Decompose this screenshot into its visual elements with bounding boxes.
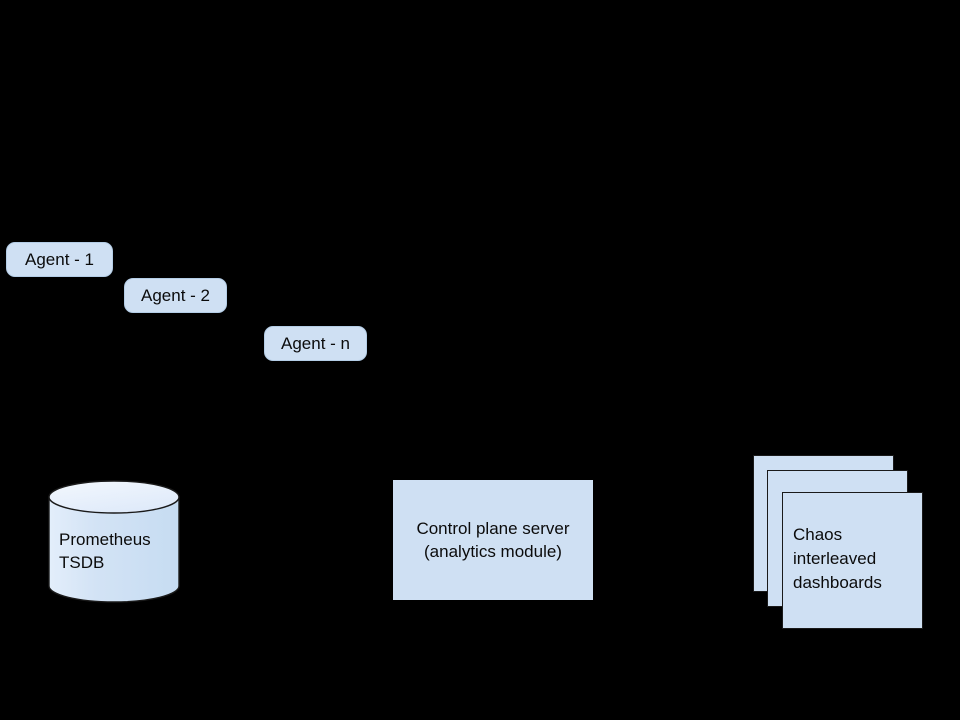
node-control-plane-server[interactable]: Control plane server (analytics module): [393, 480, 593, 600]
node-prometheus-tsdb[interactable]: Prometheus TSDB: [48, 480, 180, 603]
node-agent-2[interactable]: Agent - 2: [124, 278, 227, 313]
node-agent-1-label: Agent - 1: [25, 249, 94, 269]
node-agent-2-label: Agent - 2: [141, 285, 210, 305]
node-chaos-dashboards[interactable]: Chaos interleaved dashboards: [753, 455, 925, 631]
database-cylinder-icon: [48, 480, 180, 603]
dashboard-sheet-front: [782, 492, 923, 629]
node-prometheus-tsdb-label: Prometheus TSDB: [59, 530, 151, 572]
node-chaos-dashboards-label: Chaos interleaved dashboards: [793, 525, 882, 592]
node-agent-1[interactable]: Agent - 1: [6, 242, 113, 277]
node-agent-n-label: Agent - n: [281, 333, 350, 353]
node-agent-n[interactable]: Agent - n: [264, 326, 367, 361]
node-control-plane-server-label: Control plane server (analytics module): [416, 519, 570, 561]
